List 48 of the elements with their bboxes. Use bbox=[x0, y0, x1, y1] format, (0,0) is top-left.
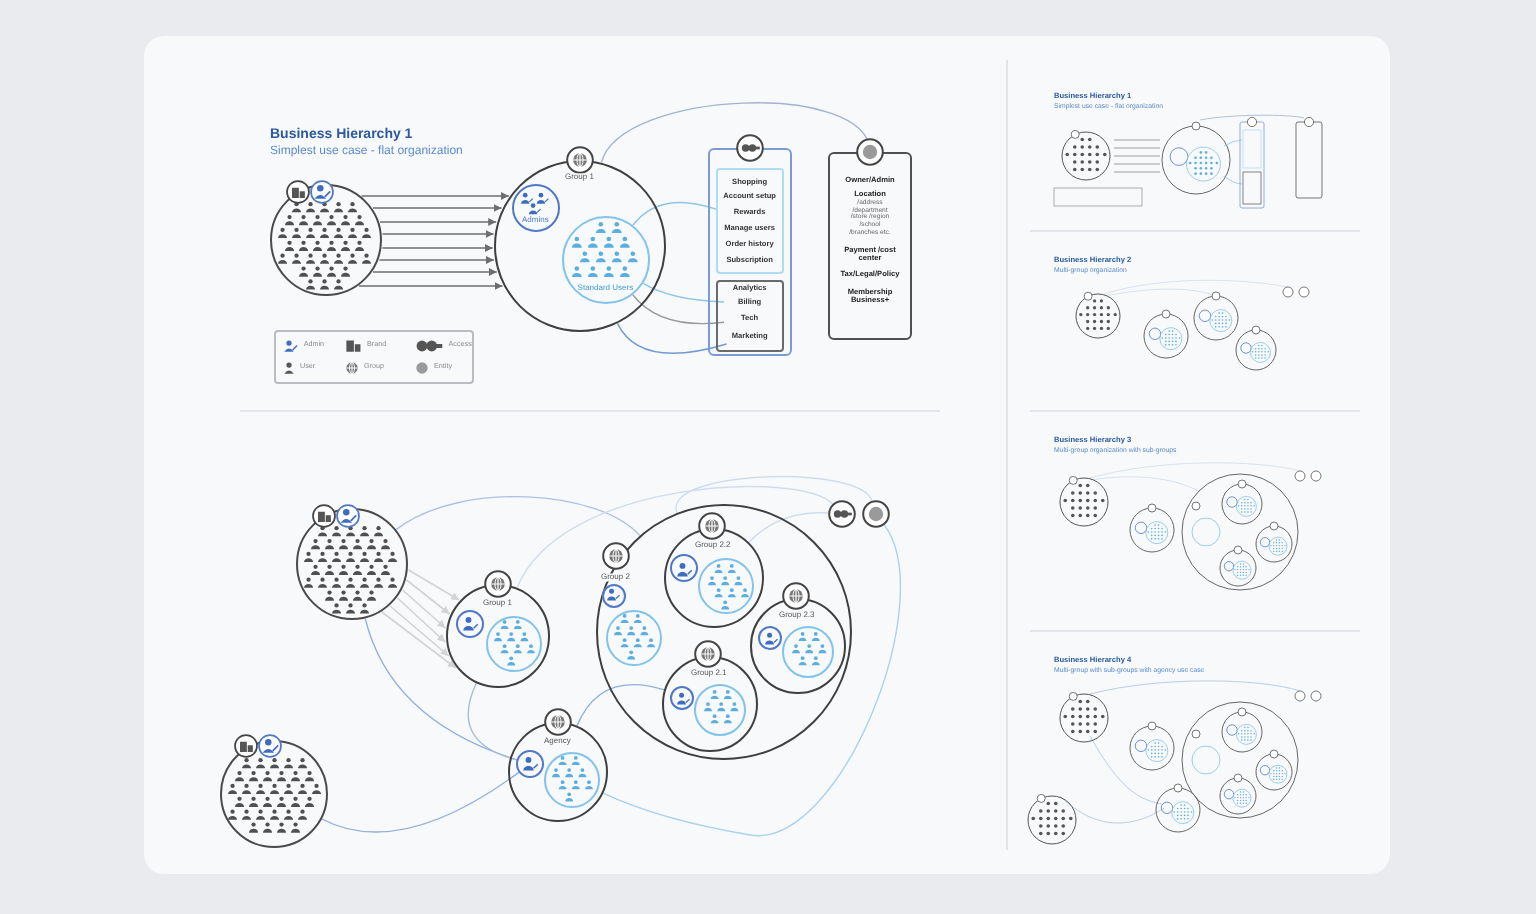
connector-line bbox=[576, 683, 665, 727]
arrow bbox=[389, 605, 450, 657]
arrow bbox=[396, 597, 446, 643]
admin-circle bbox=[670, 686, 695, 711]
connector-line bbox=[364, 617, 518, 761]
connector-line bbox=[642, 282, 725, 303]
users-circle bbox=[698, 558, 755, 615]
admin-circle bbox=[455, 609, 484, 638]
users-circle bbox=[694, 684, 747, 737]
crowd-circle bbox=[296, 508, 408, 620]
connector-line bbox=[632, 294, 725, 325]
crowd-circle bbox=[220, 740, 328, 848]
arrow bbox=[381, 244, 494, 252]
arrow bbox=[405, 579, 451, 615]
admin-circle bbox=[515, 749, 544, 778]
connector-line bbox=[632, 201, 717, 226]
users-circle bbox=[543, 751, 600, 808]
access-list-box bbox=[715, 167, 784, 274]
arrow bbox=[381, 230, 495, 238]
admin-circle bbox=[758, 626, 783, 651]
arrow bbox=[379, 218, 497, 226]
arrow bbox=[360, 192, 510, 200]
users-circle bbox=[561, 215, 650, 304]
crowd-circle bbox=[270, 184, 382, 296]
arrow bbox=[381, 611, 457, 669]
connector-line bbox=[616, 322, 728, 354]
users-circle bbox=[782, 626, 835, 679]
arrow bbox=[378, 256, 495, 264]
connector-line bbox=[748, 512, 829, 543]
access-group-box bbox=[715, 279, 784, 352]
users-circle bbox=[485, 615, 542, 672]
connector-line bbox=[321, 771, 520, 833]
arrow bbox=[372, 204, 503, 212]
arrow bbox=[401, 589, 447, 629]
connector-line bbox=[676, 475, 873, 514]
connector-line bbox=[467, 682, 511, 759]
arrow bbox=[372, 268, 498, 276]
connector-line bbox=[516, 485, 834, 589]
admin-circle bbox=[601, 583, 626, 608]
connector-line bbox=[395, 496, 641, 537]
connector-line bbox=[600, 102, 871, 164]
group-circle bbox=[596, 504, 852, 760]
arrow bbox=[358, 282, 504, 290]
admin-circle bbox=[511, 183, 560, 232]
admin-circle bbox=[670, 554, 699, 583]
arrow bbox=[407, 569, 460, 601]
connector-line bbox=[602, 524, 901, 836]
users-circle bbox=[605, 609, 662, 666]
